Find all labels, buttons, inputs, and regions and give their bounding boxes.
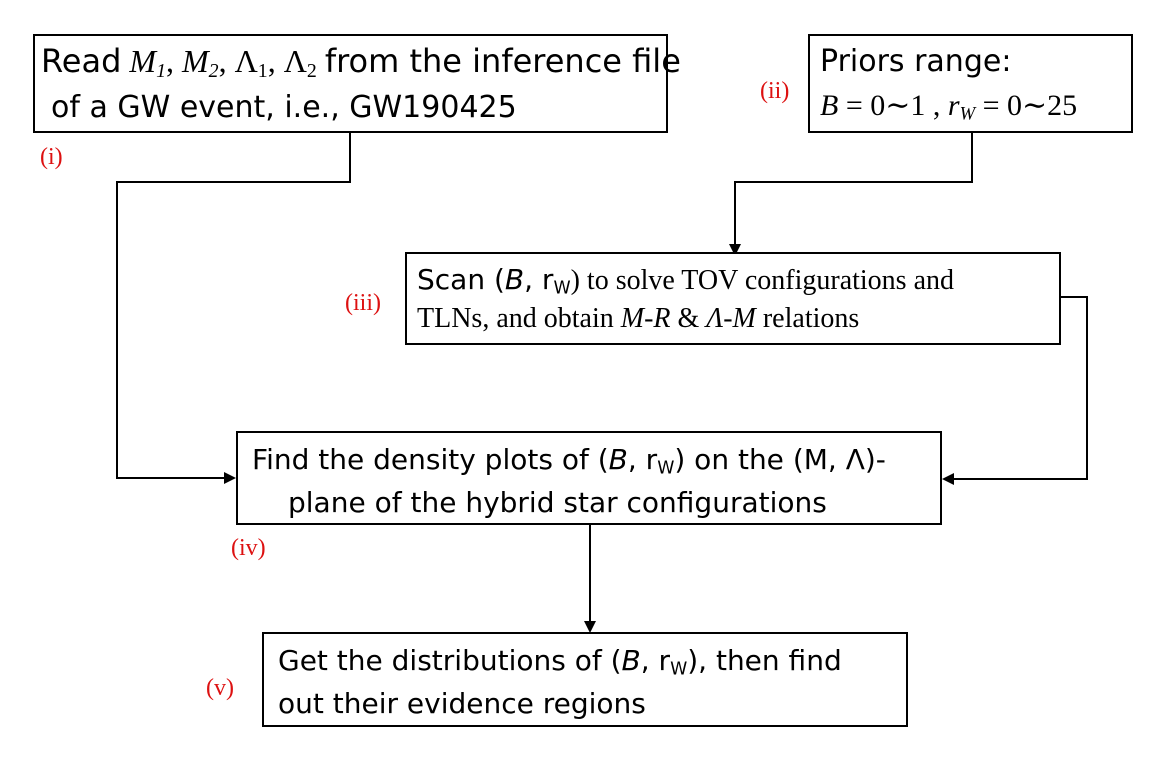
box-step-i: Read M1, M2, Λ1, Λ2 from the inference f…: [33, 34, 681, 133]
box-v-line1: Get the distributions of (B, rW), then f…: [278, 644, 842, 680]
arrow-ii-to-iii: [729, 132, 973, 256]
step-label-ii: (ii): [760, 78, 790, 104]
box-iii-line1: Scan (B, rW) to solve TOV configurations…: [417, 263, 955, 299]
box-iii-line2: TLNs, and obtain M-R & Λ-M relations: [417, 303, 860, 334]
step-label-iv: (iv): [231, 535, 266, 561]
box-i-line1: Read M1, M2, Λ1, Λ2 from the inference f…: [41, 42, 681, 82]
box-step-ii: Priors range: B = 0∼1 , rW = 0∼25: [808, 34, 1133, 133]
var-b: B: [820, 89, 839, 122]
text-read: Read: [41, 42, 122, 80]
step-label-i: (i): [40, 144, 63, 170]
box-step-iv: Find the density plots of (B, rW) on the…: [236, 431, 942, 525]
box-v-line2: out their evidence regions: [278, 687, 646, 720]
var-lambda2: Λ2: [283, 43, 317, 82]
var-rw: r: [947, 89, 960, 122]
step-label-v: (v): [206, 675, 234, 701]
box-ii-line1: Priors range:: [820, 44, 1012, 79]
arrow-i-to-iv: [116, 132, 351, 484]
box-iv-line2: plane of the hybrid star configurations: [288, 486, 827, 519]
var-m2: M2: [181, 43, 219, 82]
box-i-line2: of a GW event, i.e., GW190425: [51, 90, 517, 125]
var-m1: M1: [129, 43, 166, 82]
arrow-iii-to-iv: [942, 296, 1088, 485]
box-iv-line1: Find the density plots of (B, rW) on the…: [252, 443, 886, 479]
box-step-v: Get the distributions of (B, rW), then f…: [262, 632, 908, 727]
box-step-iii: Scan (B, rW) to solve TOV configurations…: [405, 252, 1061, 345]
text-from-inference: from the inference file: [324, 42, 681, 80]
box-ii-line2: B = 0∼1 , rW = 0∼25: [820, 89, 1078, 125]
step-label-iii: (iii): [345, 290, 381, 316]
var-lambda1: Λ1: [234, 43, 268, 82]
